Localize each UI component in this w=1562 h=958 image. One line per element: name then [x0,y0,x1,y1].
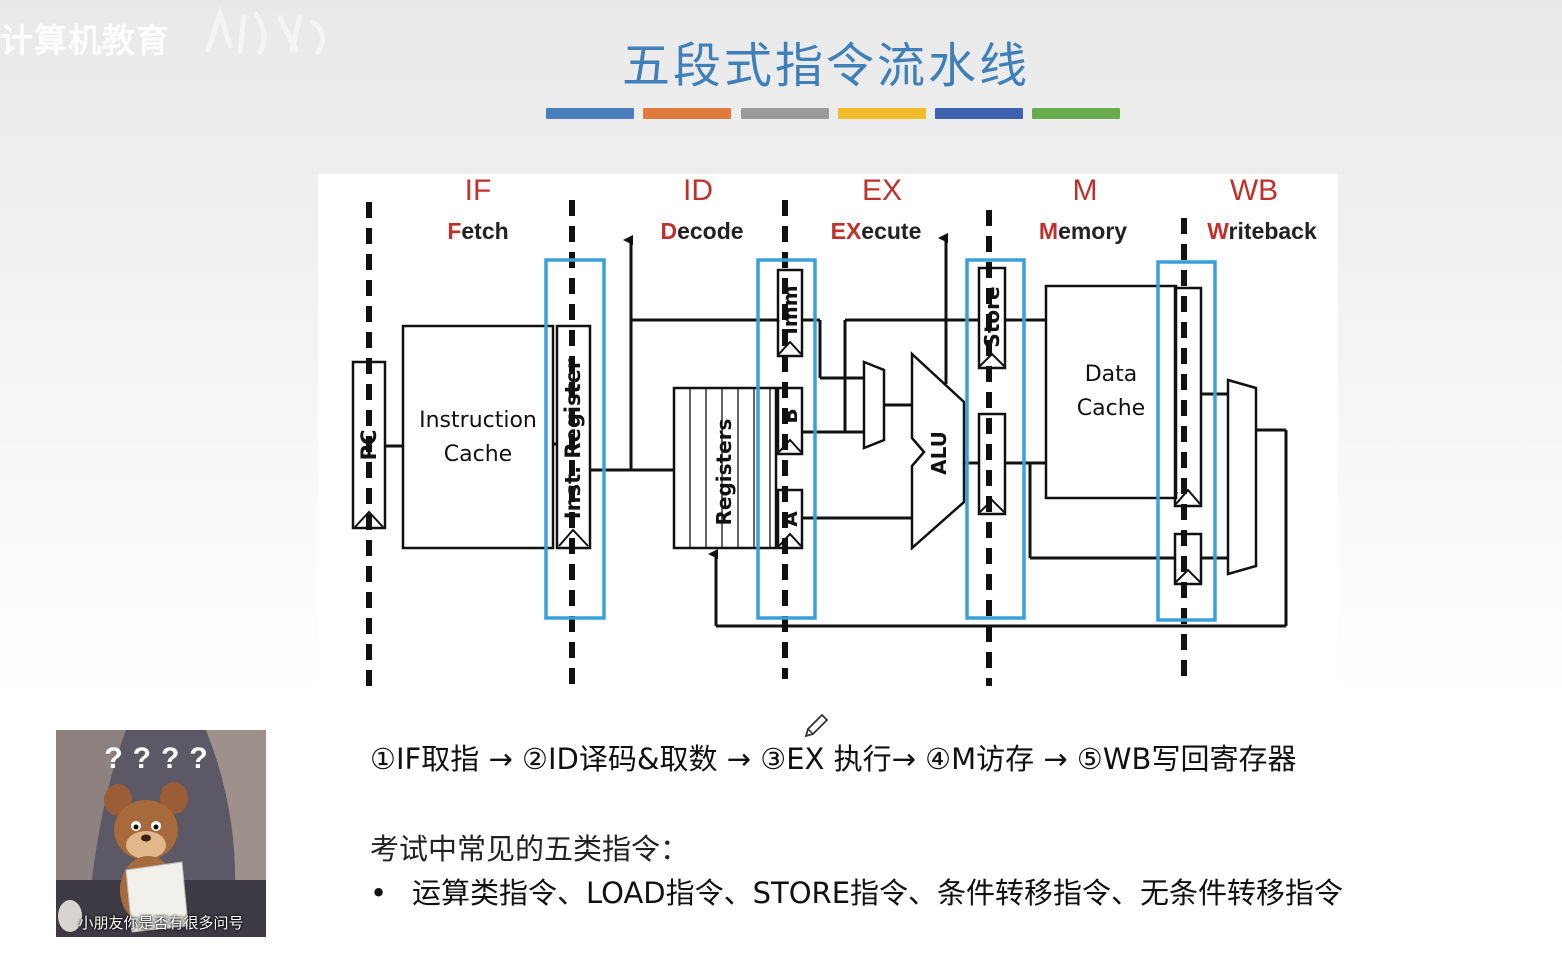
a-label: A [778,511,802,527]
stage-wb-name-rest: riteback [1228,218,1317,244]
instruction-types-heading: 考试中常见的五类指令： [370,832,690,866]
memory-data-register [1173,286,1203,508]
stage-id-name: Decode [602,218,802,245]
mem-wb-latch-highlight [1156,260,1217,622]
imm-register [776,268,804,358]
stage-m-name-rest: emory [1058,218,1128,244]
pencil-icon [804,713,829,738]
alu-label: ALU [927,431,951,475]
pc-label: PC [357,429,381,461]
stage-wb-name-initial: W [1207,218,1229,244]
dcache-label-line2: Cache [1076,396,1146,421]
stage-id-label: ID [683,174,713,207]
color-bar-segment [838,108,926,119]
writeback-mux [1226,378,1258,576]
page-title: 五段式指令流水线 [621,38,1030,94]
register-file [672,386,778,550]
stage-if-name-rest: etch [461,218,509,244]
stage-ex-name: EXecute [776,218,976,245]
meme-question-marks: ???? [104,742,218,775]
stage-m-name: Memory [983,218,1183,245]
color-bar-segment [546,108,634,119]
writeback-alu-register [1173,532,1203,586]
stage-id-name-rest: ecode [677,218,744,244]
pipeline-diagram: IF Fetch ID Decode EX EXecute M Memory W… [318,174,1338,696]
b-register [776,386,804,456]
meme-caption: 小朋友你是否有很多问号 [78,914,244,932]
pipeline-diagram-svg [351,200,1288,694]
pipeline-flow-text: ①IF取指 → ②ID译码&取数 → ③EX 执行→ ④M访存 → ⑤WB写回寄… [370,742,1297,776]
imm-label: Imm [778,285,802,335]
dcache-label-line1: Data [1084,362,1138,387]
instruction-register [555,324,592,550]
icache-label-line1: Instruction [419,408,537,433]
stage-id-name-initial: D [660,218,678,244]
stage-ex-label: EX [861,174,903,207]
watermark-logo-icon [205,6,326,55]
if-id-latch-highlight [544,258,606,620]
color-bar-segment [935,108,1023,119]
color-bar-segment [1032,108,1120,119]
color-bar-segment [741,108,829,119]
store-register [977,266,1007,370]
instruction-types-text: 运算类指令、LOAD指令、STORE指令、条件转移指令、无条件转移指令 [412,876,1344,910]
icache-label-line2: Cache [443,442,513,467]
stage-if-name: Fetch [378,218,578,245]
bullet-marker: • [370,876,388,910]
store-label: Store [980,286,1004,348]
alu-input-mux [862,360,886,450]
ex-mem-latch-highlight [965,258,1026,620]
stage-m-label: M [1072,174,1098,207]
stage-wb-name: Writeback [1162,218,1362,245]
stage-wb-label: WB [1229,174,1279,207]
registers-label: Registers [712,418,736,526]
stage-if-name-initial: F [447,218,462,244]
instruction-cache [401,324,555,550]
stage-if-label: IF [464,174,492,207]
inst-register-label: Inst. Register [561,358,585,520]
alu [910,351,966,551]
jerry-mouse-illustration [56,730,266,937]
color-bar-segment [643,108,731,119]
stage-ex-name-initial: EX [830,218,862,244]
b-label: B [778,408,802,424]
question-mark-meme-image: ???? 小朋友你是否有很多问号 [56,730,266,937]
stage-m-name-initial: M [1038,218,1059,244]
channel-watermark: 计算机教育 [0,21,170,60]
stage-ex-name-rest: ecute [861,218,922,244]
instruction-types-item: • 运算类指令、LOAD指令、STORE指令、条件转移指令、无条件转移指令 [370,870,1343,912]
id-ex-latch-highlight [756,258,817,620]
